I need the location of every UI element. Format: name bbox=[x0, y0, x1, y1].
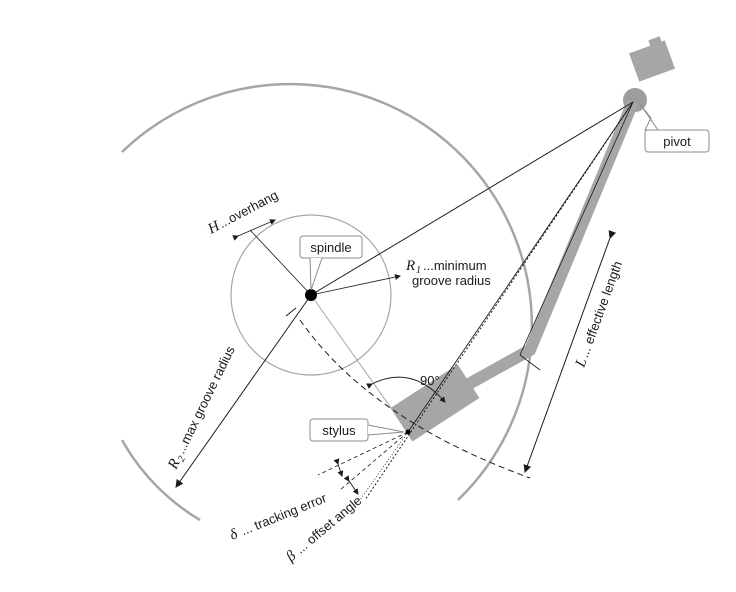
r2-label: R 2 ...max groove radius bbox=[165, 343, 238, 472]
tracking-error-line-2 bbox=[339, 431, 409, 491]
minimum-groove-circle bbox=[230, 214, 392, 376]
pivot-to-stylus-line bbox=[407, 101, 634, 433]
svg-text:...max groove radius: ...max groove radius bbox=[173, 343, 238, 456]
beta-marker bbox=[343, 475, 359, 495]
svg-text:1: 1 bbox=[416, 265, 421, 276]
stylus-point bbox=[405, 429, 411, 435]
svg-text:δ: δ bbox=[228, 526, 241, 544]
tracking-error-line-1 bbox=[317, 431, 409, 476]
svg-text:groove radius: groove radius bbox=[412, 273, 491, 288]
svg-text:R: R bbox=[405, 258, 415, 274]
spindle-callout: spindle bbox=[299, 235, 363, 291]
pivot-label: pivot bbox=[663, 134, 691, 149]
r2-arrow bbox=[175, 294, 312, 488]
pivot-to-spindle-line bbox=[310, 101, 634, 296]
r2-tick bbox=[285, 307, 297, 317]
angle-90-label: 90° bbox=[420, 373, 440, 388]
spindle-point bbox=[305, 289, 317, 301]
delta-marker bbox=[333, 458, 344, 477]
pivot-side-line bbox=[519, 101, 634, 356]
svg-text:...overhang: ...overhang bbox=[216, 187, 280, 231]
stylus-label: stylus bbox=[322, 423, 356, 438]
overhang-dimension bbox=[232, 219, 276, 241]
pivot-callout: pivot bbox=[639, 103, 710, 153]
record-outline bbox=[121, 82, 534, 501]
overhang-extension bbox=[249, 229, 313, 297]
record-outline-lower bbox=[120, 439, 201, 522]
right-angle-arc bbox=[366, 376, 446, 403]
spindle-to-stylus-line bbox=[310, 294, 409, 433]
r1-leader bbox=[310, 274, 401, 296]
effective-length-label: L ... effective length bbox=[572, 259, 625, 370]
spindle-label: spindle bbox=[310, 240, 351, 255]
overhang-label: H ...overhang bbox=[204, 187, 280, 238]
effective-length-dimension bbox=[523, 230, 617, 473]
r1-label: R 1 ...minimum groove radius bbox=[405, 258, 491, 288]
stylus-callout: stylus bbox=[309, 418, 405, 442]
svg-text:...minimum: ...minimum bbox=[423, 258, 487, 273]
pivot-dotted-line bbox=[364, 101, 634, 501]
svg-text:2: 2 bbox=[176, 454, 188, 463]
offset-line bbox=[359, 431, 409, 501]
effective-length-ext bbox=[519, 354, 541, 371]
svg-text:... effective length: ... effective length bbox=[576, 259, 625, 360]
stylus-arc bbox=[299, 319, 531, 479]
